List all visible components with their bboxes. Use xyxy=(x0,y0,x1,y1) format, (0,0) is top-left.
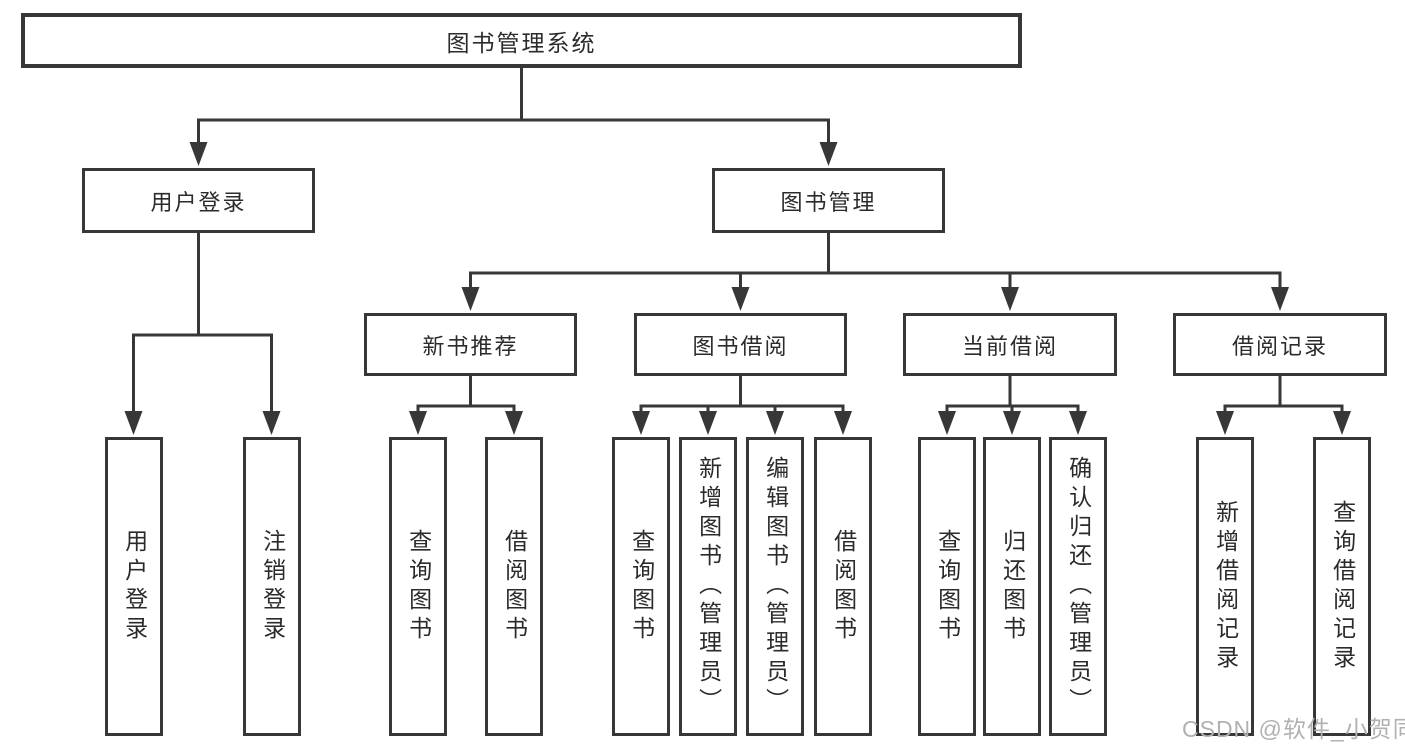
node-borrow-records: 借阅记录 xyxy=(1173,313,1387,376)
leaf-add-book-admin: 新增图书（管理员） xyxy=(679,437,737,736)
node-current-borrow: 当前借阅 xyxy=(903,313,1117,376)
leaf-logout: 注销登录 xyxy=(243,437,301,736)
leaf-query-borrow-record-label: 查询借阅记录 xyxy=(1329,499,1356,674)
leaf-return-book-label: 归还图书 xyxy=(999,528,1026,645)
leaf-return-book: 归还图书 xyxy=(983,437,1041,736)
node-book-borrow: 图书借阅 xyxy=(634,313,847,376)
leaf-query-books-borrow: 查询图书 xyxy=(612,437,670,736)
node-user-login: 用户登录 xyxy=(82,168,315,233)
leaf-query-books-recommend-label: 查询图书 xyxy=(405,528,432,645)
leaf-query-books-recommend: 查询图书 xyxy=(389,437,447,736)
leaf-borrow-books: 借阅图书 xyxy=(814,437,872,736)
node-new-book-recommend: 新书推荐 xyxy=(364,313,577,376)
leaf-user-login: 用户登录 xyxy=(105,437,163,736)
leaf-borrow-books-label: 借阅图书 xyxy=(830,528,857,645)
connector-new-book-recommend xyxy=(409,375,523,435)
leaf-add-borrow-record-label: 新增借阅记录 xyxy=(1212,499,1239,674)
leaf-edit-book-admin: 编辑图书（管理员） xyxy=(746,437,804,736)
leaf-logout-label: 注销登录 xyxy=(259,528,286,645)
node-borrow-records-label: 借阅记录 xyxy=(1231,333,1328,359)
node-user-login-label: 用户登录 xyxy=(150,189,247,215)
leaf-user-login-label: 用户登录 xyxy=(121,528,148,645)
node-new-book-recommend-label: 新书推荐 xyxy=(422,333,519,359)
node-root: 图书管理系统 xyxy=(21,13,1022,68)
connector-book-management xyxy=(461,233,1289,311)
leaf-query-books-current-label: 查询图书 xyxy=(934,528,961,645)
leaf-borrow-books-recommend: 借阅图书 xyxy=(485,437,543,736)
leaf-query-books-current: 查询图书 xyxy=(918,437,976,736)
leaf-edit-book-admin-label: 编辑图书（管理员） xyxy=(762,456,789,717)
leaf-query-books-borrow-label: 查询图书 xyxy=(628,528,655,645)
node-book-management: 图书管理 xyxy=(712,168,945,233)
leaf-borrow-books-recommend-label: 借阅图书 xyxy=(501,528,528,645)
leaf-add-book-admin-label: 新增图书（管理员） xyxy=(695,456,722,717)
leaf-query-borrow-record: 查询借阅记录 xyxy=(1313,437,1371,736)
leaf-confirm-return-admin: 确认归还（管理员） xyxy=(1049,437,1107,736)
connector-borrow-records xyxy=(1216,375,1351,435)
connector-book-borrow xyxy=(632,375,852,435)
leaf-add-borrow-record: 新增借阅记录 xyxy=(1196,437,1254,736)
node-book-management-label: 图书管理 xyxy=(780,189,877,215)
connector-current-borrow xyxy=(938,375,1087,435)
connector-user-login xyxy=(124,233,281,435)
node-current-borrow-label: 当前借阅 xyxy=(961,333,1058,359)
node-root-label: 图书管理系统 xyxy=(446,29,597,56)
leaf-confirm-return-admin-label: 确认归还（管理员） xyxy=(1065,456,1092,717)
csdn-watermark: CSDN @软件_小贺同学 xyxy=(1182,716,1405,742)
node-book-borrow-label: 图书借阅 xyxy=(692,333,789,359)
connector-root xyxy=(189,68,838,166)
